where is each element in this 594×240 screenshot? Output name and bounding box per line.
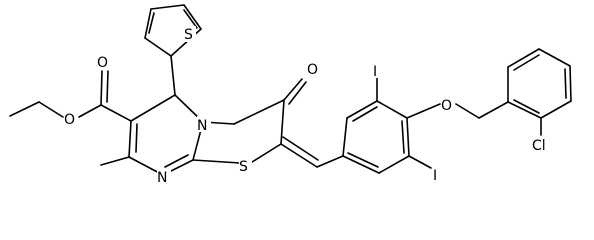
ester-ether-oxygen-label: O [64,112,75,128]
bond-lines [9,4,572,176]
atom-labels: S O O O N N S I I O Cl [64,26,552,186]
iodine-top-label: I [373,64,377,80]
carbonyl-oxygen-label: O [307,62,318,78]
ester-carbonyl-oxygen-label: O [97,55,108,71]
thiazole-sulfur-label: S [239,159,248,175]
iodine-bottom-label: I [433,168,437,184]
thiophene-sulfur-label: S [184,27,193,43]
structure-diagram: S O O O N N S I I O Cl [9,4,572,186]
ether-oxygen-label: O [441,98,452,114]
ring-nitrogen-label: N [197,118,207,134]
chlorine-label: Cl [532,138,546,154]
molecule-canvas: S O O O N N S I I O Cl [9,4,572,186]
imine-nitrogen-label: N [157,170,167,186]
